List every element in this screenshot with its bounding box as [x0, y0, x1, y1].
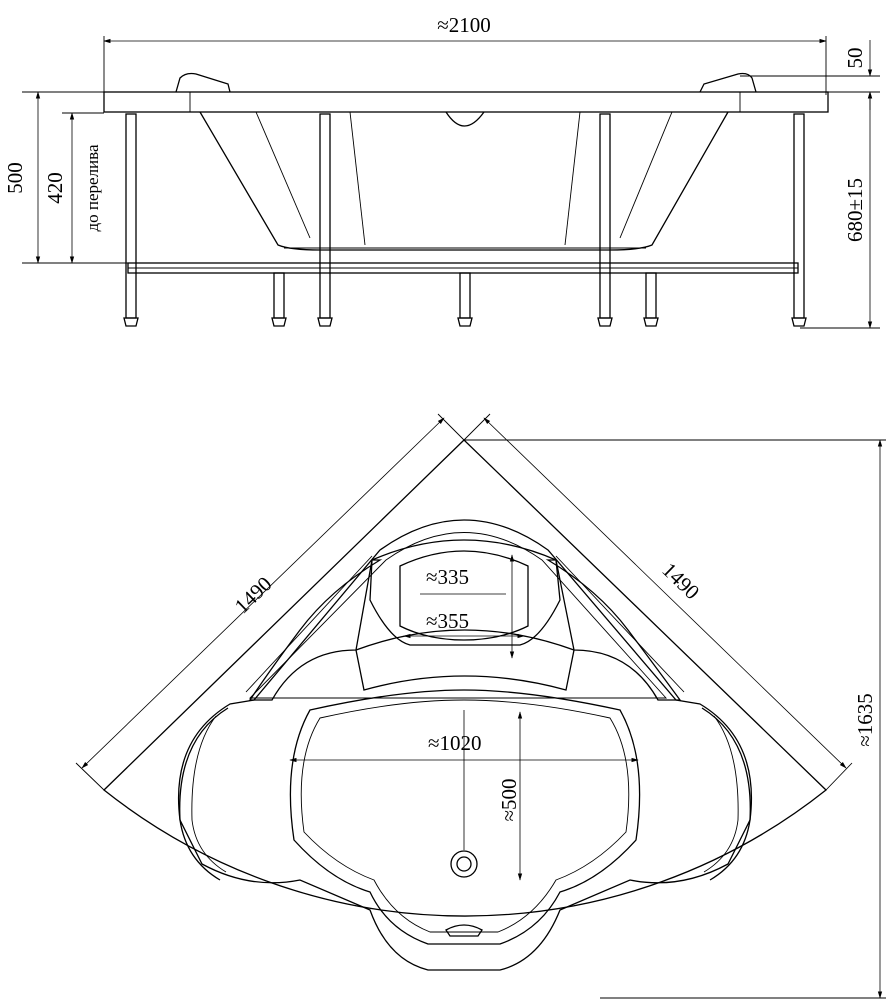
side-view: ≈2100 50 500 420 до перелива 680±15: [3, 13, 880, 329]
headrest-pad-right: [701, 707, 751, 881]
armrest-left: [248, 559, 383, 701]
diagonal-label: ≈1635: [853, 693, 877, 747]
armrest-right: [545, 559, 682, 701]
side-left-dimension-line: [81, 417, 445, 769]
drain-icon: [450, 850, 478, 878]
height-label: 500: [3, 162, 27, 194]
seat-width-label: ≈355: [426, 609, 469, 633]
side-right-label: 1490: [657, 558, 704, 604]
seat-front: [355, 629, 575, 691]
side-right-dimension-line: [483, 417, 847, 769]
corner-seat: [369, 539, 561, 646]
tub-shell: [199, 111, 729, 251]
drain-overflow-side: [445, 111, 485, 127]
inner-depth-label: ≈500: [497, 778, 521, 821]
rim-contour: [177, 519, 753, 971]
headrest-pad-left: [179, 707, 229, 881]
headrest-right: [699, 72, 757, 93]
overflow-note: до перелива: [83, 144, 102, 231]
tub-rim: [103, 91, 829, 113]
leg-height-label: 680±15: [843, 178, 867, 242]
headrest-left: [175, 72, 231, 93]
tub-bowl: [289, 689, 641, 945]
inner-width-label: ≈1020: [428, 731, 482, 755]
overflow-icon: [445, 924, 483, 937]
top-view: 1490 1490 ≈1635 ≈335 ≈355 ≈1020 ≈500: [75, 413, 886, 999]
overflow-height-label: 420: [43, 172, 67, 204]
rim-label: 50: [843, 48, 867, 69]
seat-depth-label: ≈335: [426, 565, 469, 589]
width-label: ≈2100: [437, 13, 491, 37]
side-left-label: 1490: [230, 572, 277, 618]
tub-outline: [103, 439, 827, 917]
frame-legs: [123, 113, 807, 327]
